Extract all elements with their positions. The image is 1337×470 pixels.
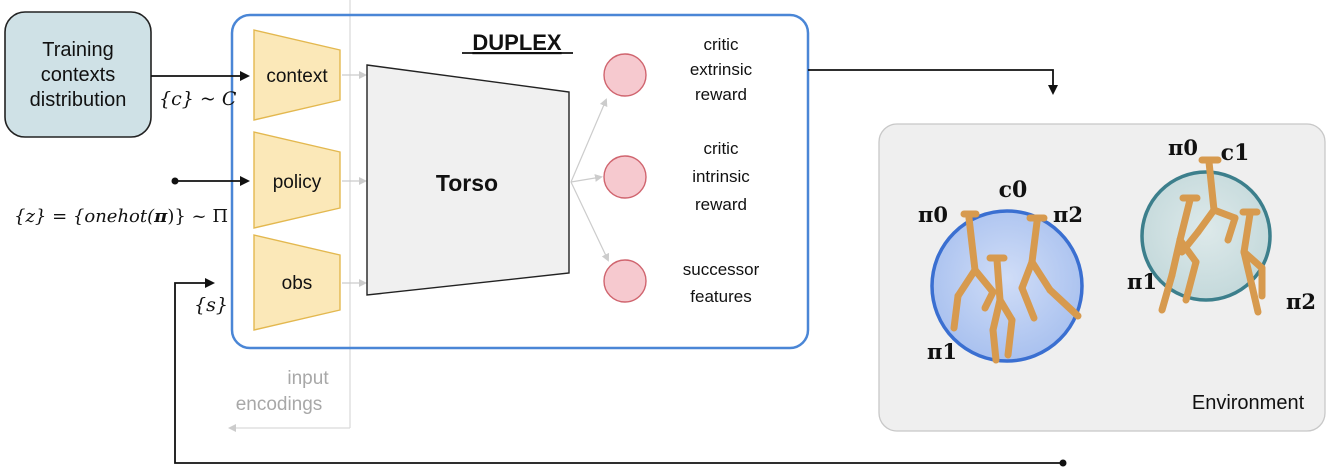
encoder-policy: policy [253, 131, 341, 229]
head-3-line-1: successor [683, 260, 760, 279]
arrow-feedback-loop [174, 278, 1067, 467]
head-1-line-2: extrinsic [690, 60, 753, 79]
left-policy-label-0: π0 [918, 202, 948, 227]
arrow-duplex-environment [808, 69, 1058, 95]
duplex-title: DUPLEX [472, 30, 562, 55]
head-1-line-1: critic [704, 35, 739, 54]
training-line-1: Training [42, 39, 114, 61]
head-successor-features: successor features [603, 259, 760, 306]
right-policy-label-1: π1 [1127, 269, 1157, 294]
context-set-label: {c} ~ C [159, 88, 237, 110]
torso-label: Torso [436, 170, 498, 196]
head-2-line-2: intrinsic [692, 167, 750, 186]
head-2-line-1: critic [704, 139, 739, 158]
input-encodings-line-2: encodings [236, 394, 323, 415]
context-label-c0: c0 [999, 177, 1028, 203]
arrow-torso-head-2 [570, 174, 603, 183]
robot-walkers-right [1158, 156, 1266, 316]
environment-panel: c0 c1 π0 π2 π1 π0 π1 π2 Environment [878, 123, 1326, 432]
right-policy-label-2: π2 [1286, 289, 1316, 314]
left-policy-label-1: π1 [927, 339, 957, 364]
right-policy-label-0: π0 [1168, 135, 1198, 160]
input-encodings-line-1: input [287, 368, 329, 389]
head-2-line-3: reward [695, 195, 747, 214]
arrow-torso-head-1 [570, 98, 608, 183]
encoder-policy-label: policy [273, 172, 322, 193]
robot-walkers-left [950, 210, 1082, 364]
environment-label: Environment [1192, 392, 1305, 414]
head-critic-extrinsic: critic extrinsic reward [603, 35, 753, 104]
head-critic-intrinsic: critic intrinsic reward [603, 139, 750, 214]
training-line-3: distribution [30, 89, 127, 111]
encoder-obs-label: obs [282, 273, 313, 294]
state-set-label: {s} [194, 294, 228, 316]
training-contexts-box: Training contexts distribution [4, 11, 152, 138]
context-label-c1: c1 [1221, 140, 1250, 166]
encoder-obs: obs [253, 234, 341, 331]
training-line-2: contexts [41, 64, 115, 86]
encoder-context: context [253, 29, 341, 121]
encoder-context-label: context [266, 66, 328, 87]
policy-set-label: {z} = {onehot(π)} ~ Π [14, 206, 228, 227]
torso: Torso [366, 64, 570, 296]
head-3-line-2: features [690, 287, 751, 306]
head-1-line-3: reward [695, 85, 747, 104]
arrow-torso-head-3 [570, 181, 610, 262]
left-policy-label-2: π2 [1053, 202, 1083, 227]
